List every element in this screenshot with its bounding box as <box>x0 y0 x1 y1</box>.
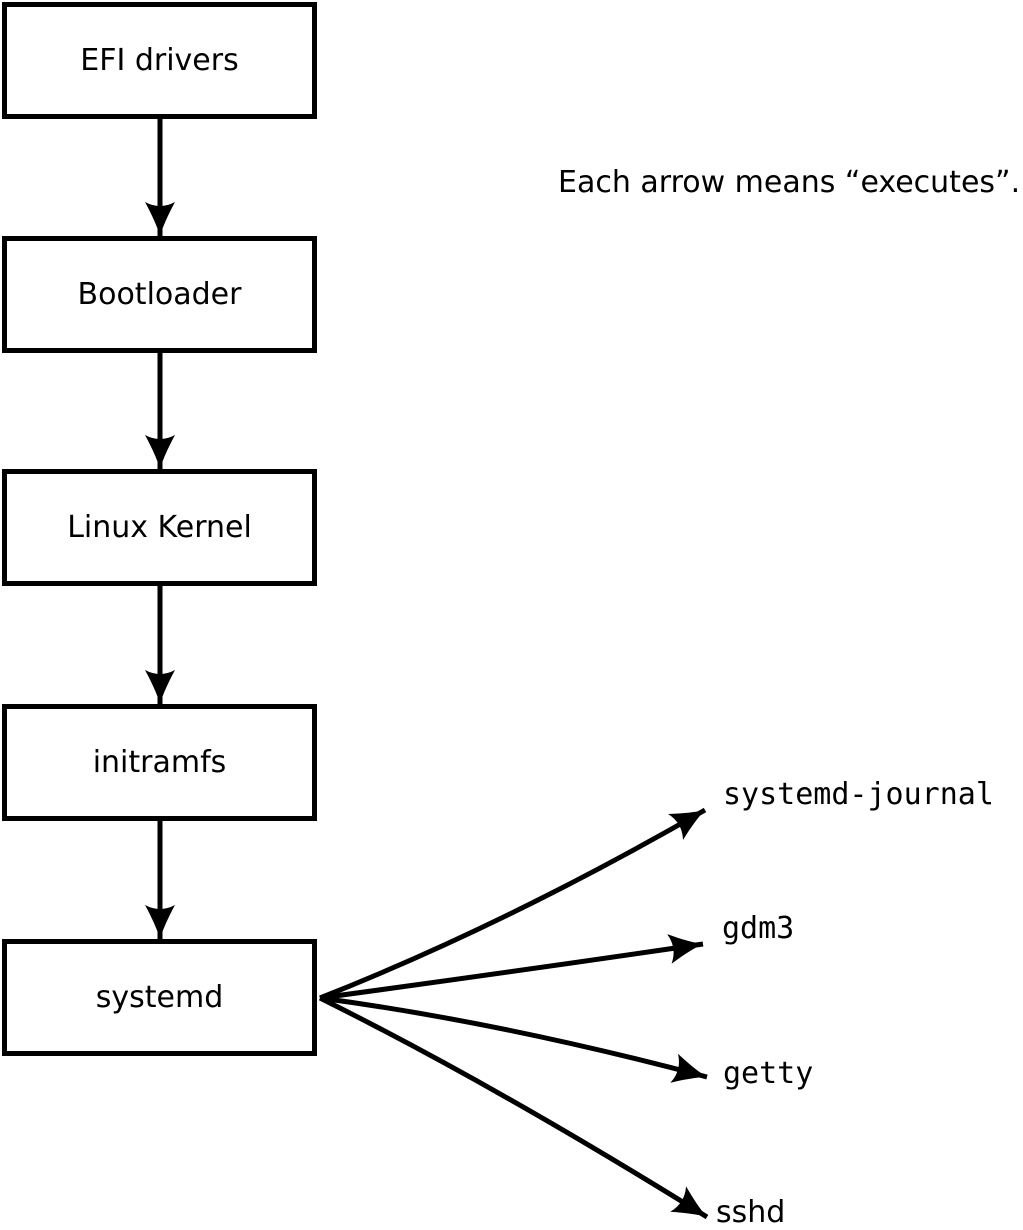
arrow-systemd-to-getty <box>319 995 708 1083</box>
node-label: systemd <box>95 980 224 1015</box>
node-efi-drivers: EFI drivers <box>2 2 317 119</box>
label-getty: getty <box>723 1056 814 1091</box>
node-bootloader: Bootloader <box>2 236 317 353</box>
node-systemd: systemd <box>2 939 317 1056</box>
node-linux-kernel: Linux Kernel <box>2 469 317 586</box>
node-label: initramfs <box>92 745 227 780</box>
node-label: Bootloader <box>77 277 242 312</box>
arrow-systemd-to-journal <box>319 807 707 1001</box>
label-gdm3: gdm3 <box>722 911 795 946</box>
arrow-systemd-to-gdm3 <box>319 934 704 1001</box>
label-sshd: sshd <box>716 1195 786 1230</box>
node-label: Linux Kernel <box>67 510 252 545</box>
label-systemd-journal: systemd-journal <box>723 777 994 812</box>
node-initramfs: initramfs <box>2 704 317 821</box>
arrow-systemd-to-sshd <box>318 995 709 1220</box>
node-label: EFI drivers <box>80 43 239 78</box>
note-arrow-meaning: Each arrow means “executes”. <box>558 165 1021 200</box>
